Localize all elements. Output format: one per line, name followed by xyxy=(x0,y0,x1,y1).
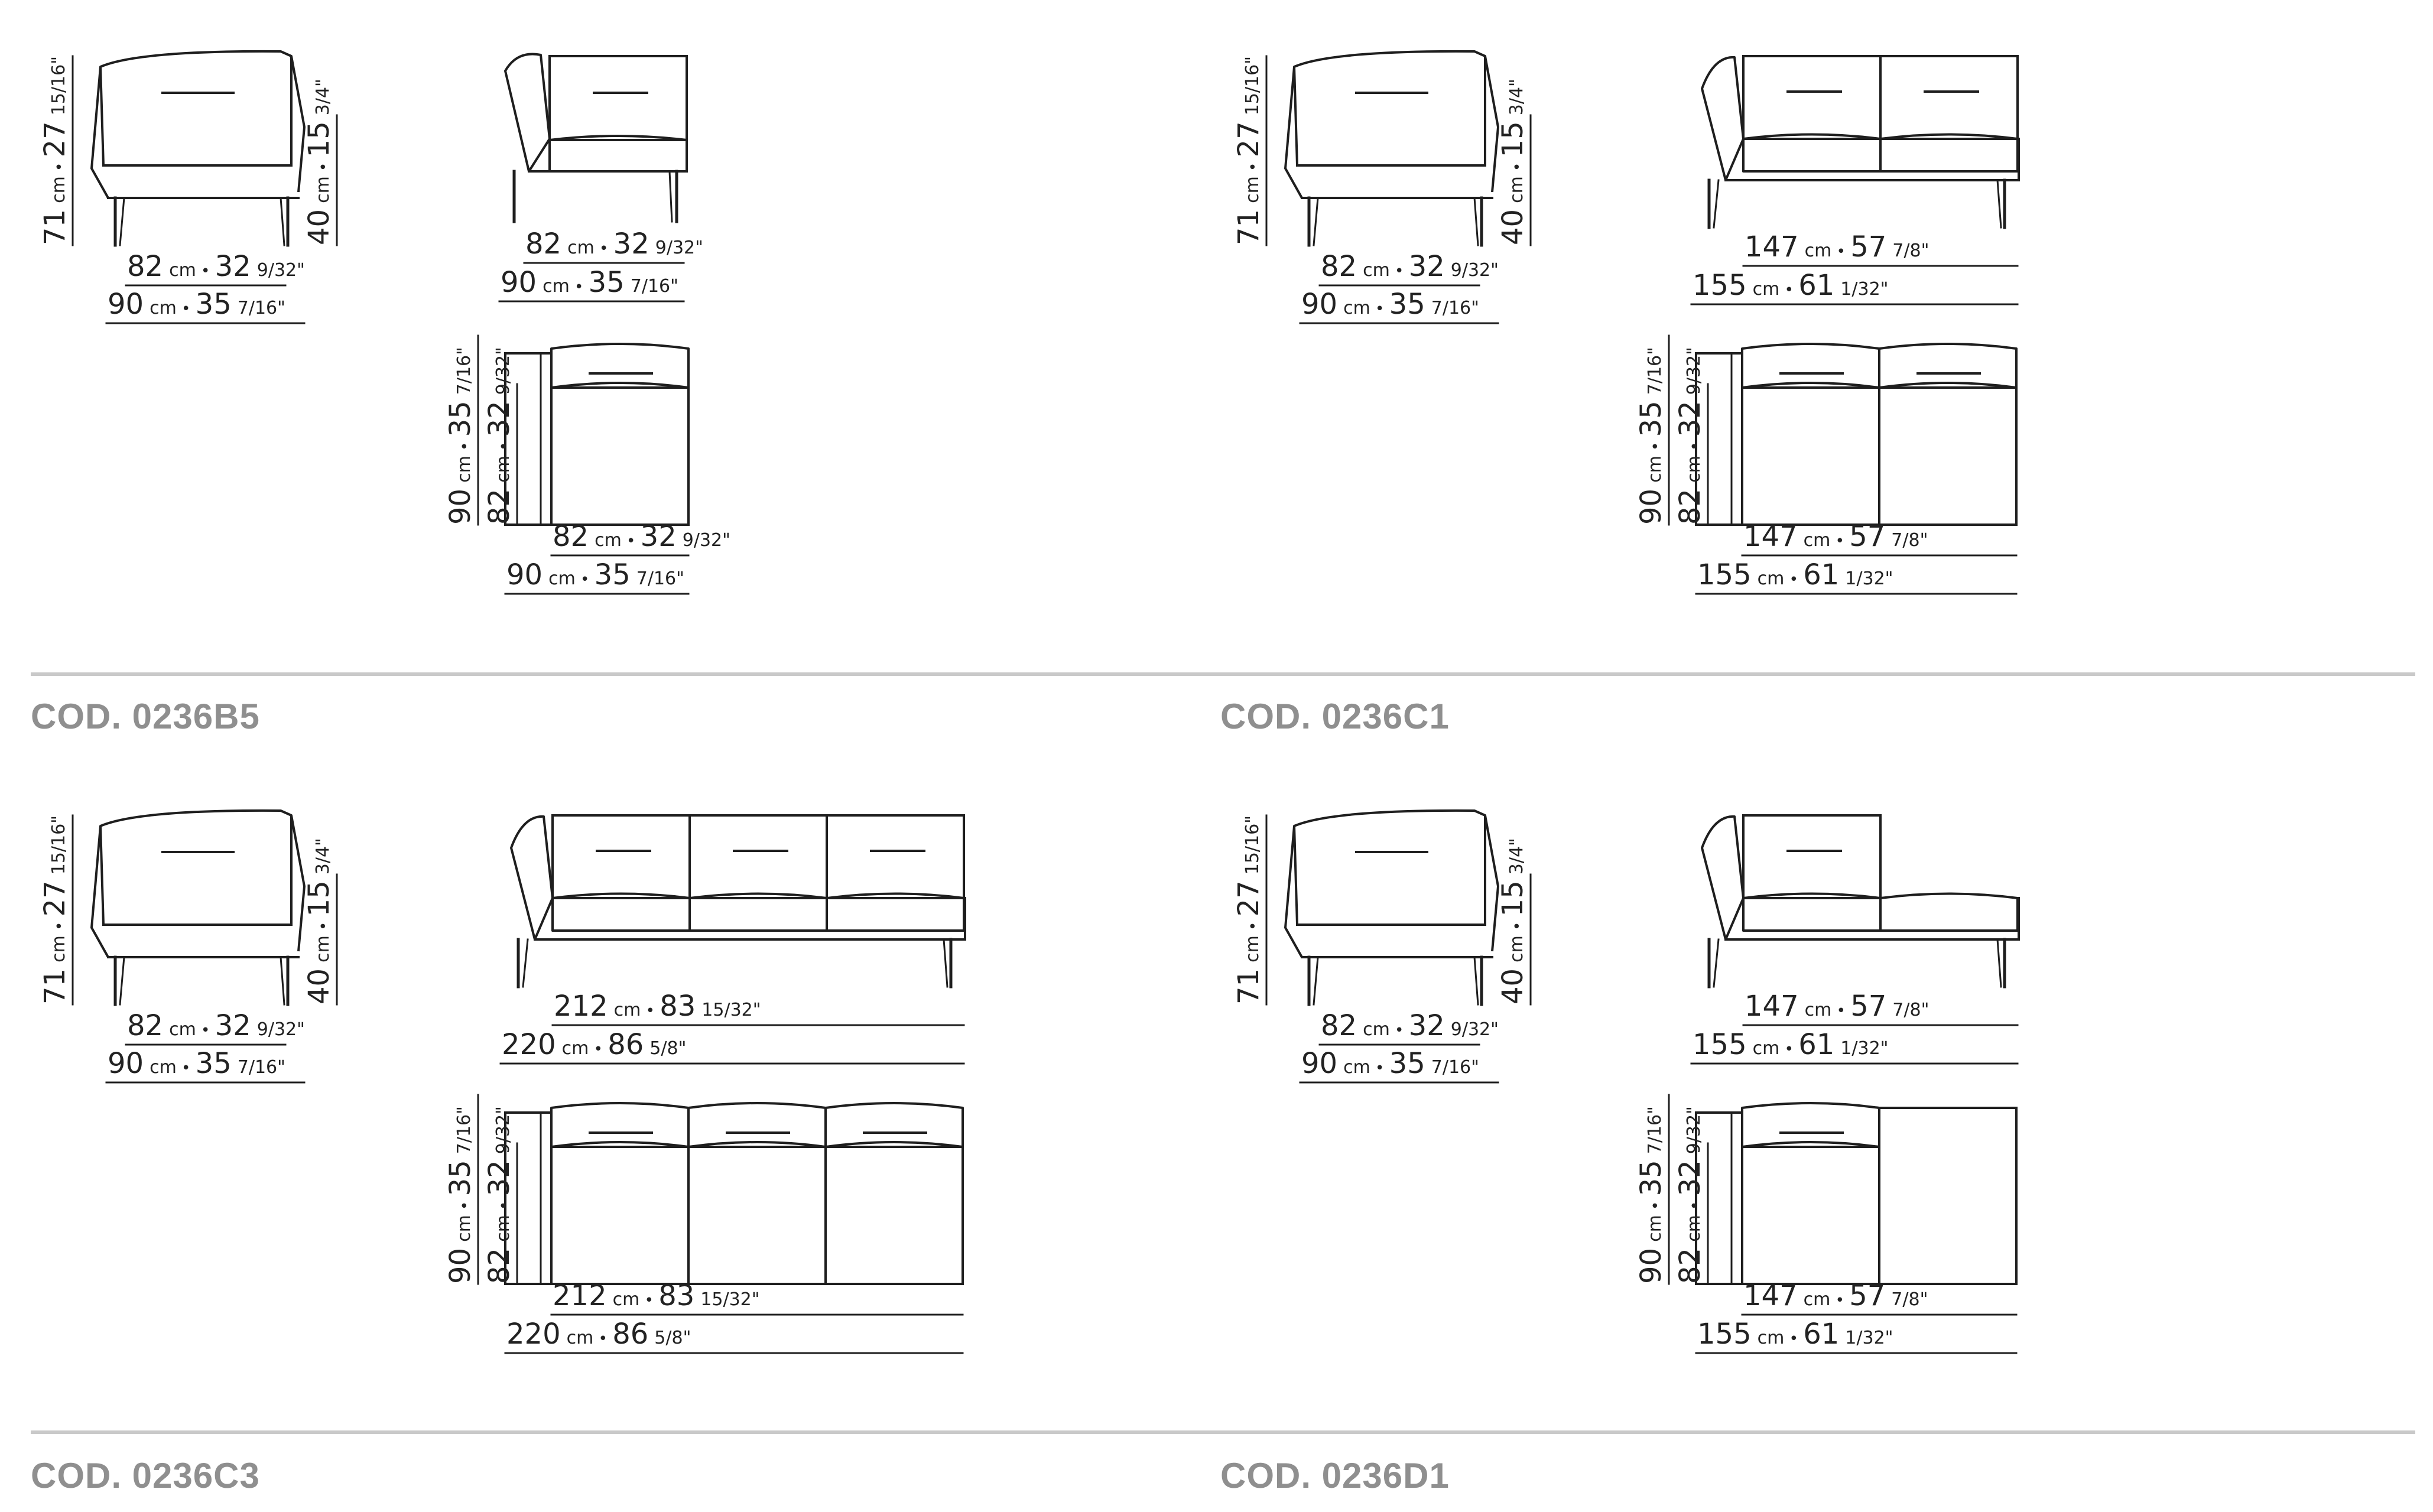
code-label-0236c1: COD. 0236C1 xyxy=(1220,697,1450,736)
dimension-label-d40: 40cm • 153/4" xyxy=(1496,838,1529,1004)
dimension-label-d71: 71cm • 2715/16" xyxy=(38,56,72,245)
c3-side-view xyxy=(499,814,966,1065)
d1-front-view xyxy=(1265,809,1532,1084)
code-label-0236d1: COD. 0236D1 xyxy=(1220,1456,1450,1495)
dimension-label-d82: 82cm • 329/32" xyxy=(483,347,516,525)
code-label-0236c3: COD. 0236C3 xyxy=(31,1456,260,1495)
b5-side-view xyxy=(498,53,688,303)
dimension-label-d90: 90cm • 357/16" xyxy=(1635,347,1668,525)
d1-side-view xyxy=(1690,814,2020,1065)
d1-plan-view xyxy=(1668,1094,2018,1354)
c1-front-view xyxy=(1265,50,1532,324)
dimension-label-d71: 71cm • 2715/16" xyxy=(1232,56,1265,245)
dimension-label-d90: 90cm • 357/16" xyxy=(444,1106,477,1284)
b5-front-view xyxy=(72,50,338,324)
dimension-label-d82: 82cm • 329/32" xyxy=(1674,347,1707,525)
dimension-label-d40: 40cm • 153/4" xyxy=(1496,79,1529,245)
dimension-label-d82: 82cm • 329/32" xyxy=(483,1106,516,1284)
dimension-label-d40: 40cm • 153/4" xyxy=(303,79,336,245)
dimension-label-d90: 90cm • 357/16" xyxy=(1635,1106,1668,1284)
code-label-0236b5: COD. 0236B5 xyxy=(31,697,260,736)
c3-plan-view xyxy=(477,1094,964,1354)
c1-plan-view xyxy=(1668,334,2018,595)
b5-plan-view xyxy=(477,334,690,595)
dimension-label-d71: 71cm • 2715/16" xyxy=(1232,815,1265,1004)
c3-front-view xyxy=(72,809,338,1084)
c1-side-view xyxy=(1690,55,2020,305)
dimension-label-d40: 40cm • 153/4" xyxy=(303,838,336,1004)
dimension-label-d90: 90cm • 357/16" xyxy=(444,347,477,525)
dimension-label-d82: 82cm • 329/32" xyxy=(1674,1106,1707,1284)
dimension-label-d71: 71cm • 2715/16" xyxy=(38,815,72,1004)
section-divider-top xyxy=(31,672,2415,676)
section-divider-bottom xyxy=(31,1430,2415,1434)
